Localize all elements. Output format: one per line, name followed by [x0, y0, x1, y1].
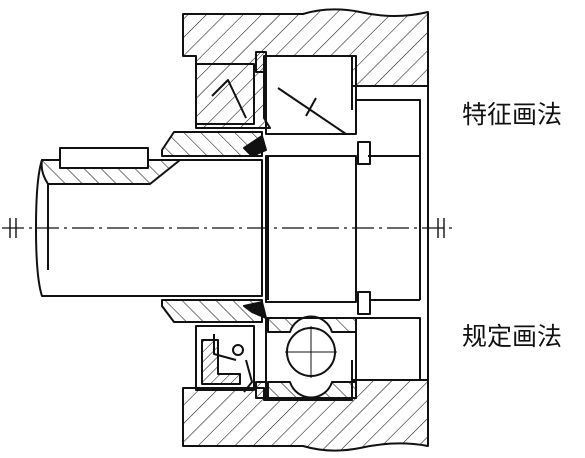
- center-line-marks: [9, 218, 445, 238]
- housing-lower: [182, 379, 429, 452]
- standard-method-label: 规定画法: [462, 322, 562, 351]
- shaft-key: [59, 147, 149, 169]
- shaft: [35, 159, 263, 297]
- housing-upper: [182, 8, 429, 129]
- lower-spacer: [161, 299, 263, 323]
- lower-seal-box: [195, 325, 255, 391]
- feature-method-label: 特征画法: [462, 100, 562, 129]
- upper-seal-box: [195, 63, 255, 125]
- upper-bearing-box: [265, 55, 357, 135]
